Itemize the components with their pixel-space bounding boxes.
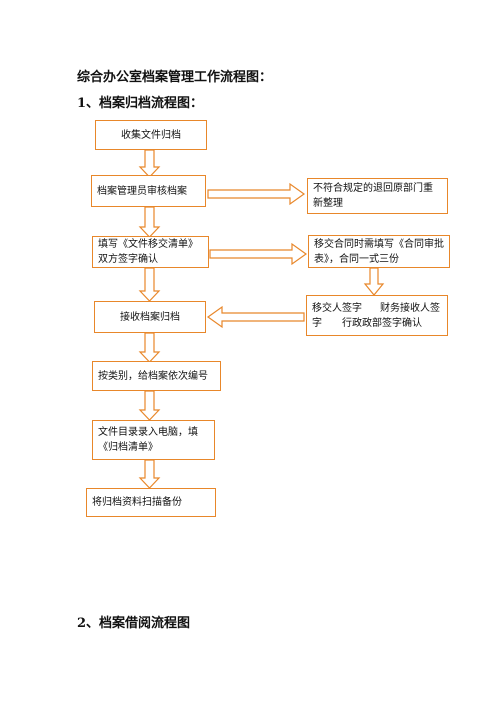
side-contract: 移交合同时需填写《合同审批表》，合同一式三份 bbox=[308, 235, 450, 268]
arrow-down-4 bbox=[138, 332, 161, 363]
side-signatures: 移交人签字 财务接收人签 字 行政政部签字确认 bbox=[306, 295, 448, 336]
sign-finance: 财务接收人签 bbox=[380, 303, 440, 314]
step-collect: 收集文件归档 bbox=[95, 120, 207, 150]
arrow-down-1 bbox=[138, 149, 161, 178]
step-receive: 接收档案归档 bbox=[94, 301, 206, 333]
section-heading-archive: 1、档案归档流程图： bbox=[77, 96, 204, 111]
arrow-left-receive bbox=[206, 305, 305, 329]
sign-admin: 行政政部签字确认 bbox=[342, 318, 422, 329]
arrow-down-side bbox=[363, 267, 385, 296]
step-review: 档案管理员审核档案 bbox=[91, 175, 206, 207]
step-transfer-list: 填写《文件移交清单》双方签字确认 bbox=[92, 236, 209, 268]
arrow-down-2 bbox=[138, 206, 161, 238]
arrow-right-contract bbox=[209, 242, 308, 266]
arrow-down-3 bbox=[138, 267, 161, 302]
arrow-right-reject bbox=[207, 182, 306, 206]
sign-transferor: 移交人签字 bbox=[312, 303, 362, 314]
side-reject: 不符合规定的退回原部门重新整理 bbox=[307, 178, 448, 214]
sign-finance-tail: 字 bbox=[312, 318, 322, 329]
step-catalog: 文件目录录入电脑，填《归档清单》 bbox=[92, 420, 215, 460]
page-title: 综合办公室档案管理工作流程图： bbox=[77, 70, 273, 85]
step-numbering: 按类别，给档案依次编号 bbox=[92, 361, 221, 391]
section-heading-borrow: 2、档案借阅流程图 bbox=[77, 616, 191, 631]
arrow-down-6 bbox=[138, 459, 161, 489]
arrow-down-5 bbox=[138, 390, 161, 421]
step-scan-backup: 将归档资料扫描备份 bbox=[86, 488, 216, 517]
